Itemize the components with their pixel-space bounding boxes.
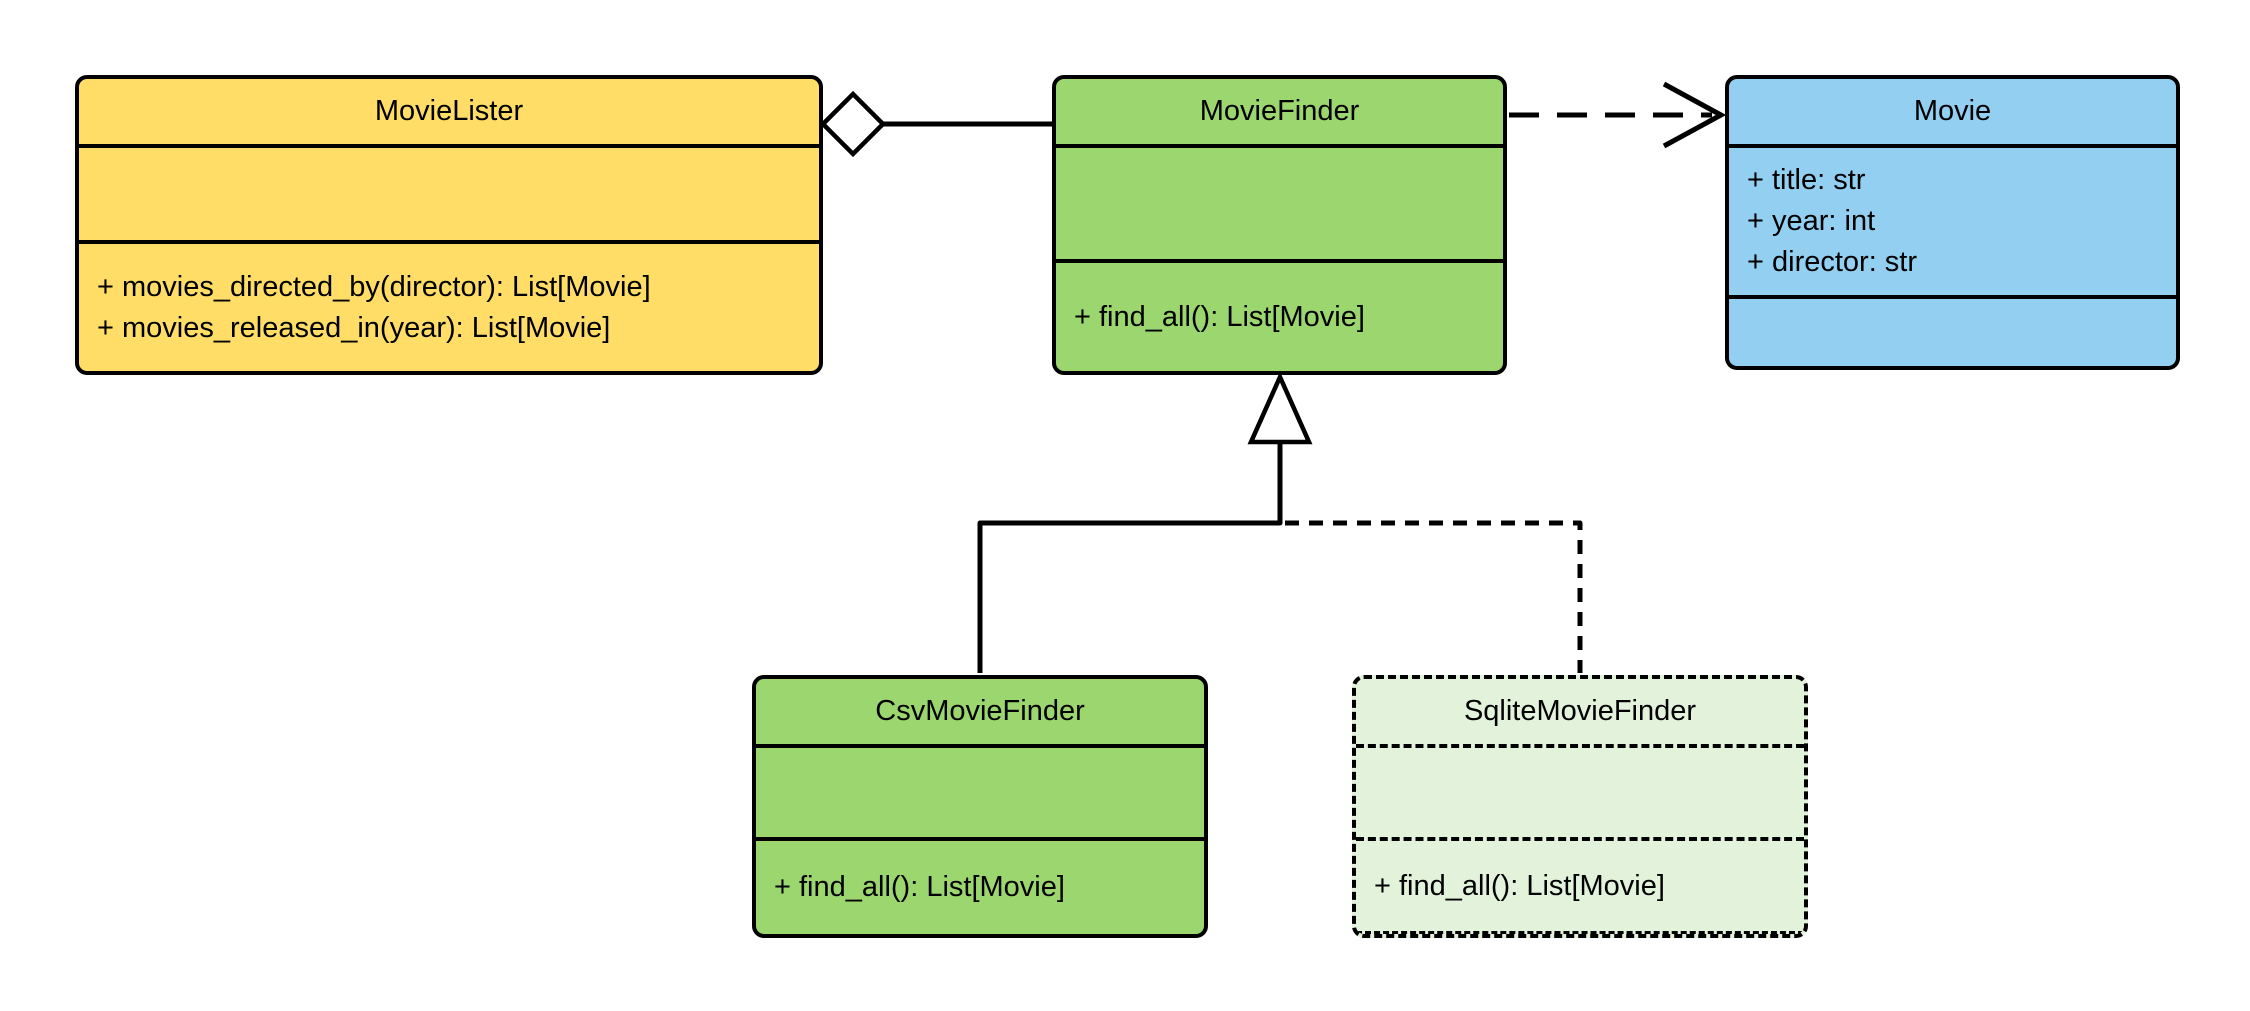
class-moviefinder[interactable]: MovieFinder + find_all(): List[Movie] bbox=[1052, 75, 1507, 375]
attributes-compartment: + title: str + year: int + director: str bbox=[1729, 148, 2176, 299]
method-label: + find_all(): List[Movie] bbox=[774, 871, 1065, 903]
attribute-label: + year: int bbox=[1747, 205, 1876, 237]
methods-compartment: + movies_directed_by(director): List[Mov… bbox=[79, 244, 819, 371]
class-title: Movie bbox=[1729, 79, 2176, 148]
aggregation-movielister-moviefinder[interactable] bbox=[819, 90, 1054, 158]
attributes-compartment bbox=[79, 148, 819, 244]
method-label: + movies_released_in(year): List[Movie] bbox=[97, 311, 611, 344]
attributes-compartment bbox=[1056, 148, 1503, 263]
methods-compartment: + find_all(): List[Movie] bbox=[1356, 841, 1804, 934]
class-title: MovieLister bbox=[79, 79, 819, 148]
method-label: + find_all(): List[Movie] bbox=[1374, 869, 1665, 902]
class-movielister[interactable]: MovieLister + movies_directed_by(directo… bbox=[75, 75, 823, 375]
class-csvmoviefinder[interactable]: CsvMovieFinder + find_all(): List[Movie] bbox=[752, 675, 1208, 938]
aggregation-diamond-marker bbox=[819, 90, 887, 158]
generalization-csvmoviefinder-moviefinder[interactable] bbox=[977, 371, 1313, 673]
dependency-moviefinder-movie[interactable] bbox=[1509, 81, 1727, 149]
method-label: + movies_directed_by(director): List[Mov… bbox=[97, 270, 651, 303]
class-title: MovieFinder bbox=[1056, 79, 1503, 148]
class-sqlitemoviefinder[interactable]: SqliteMovieFinder + find_all(): List[Mov… bbox=[1352, 675, 1808, 938]
dependency-arrowhead bbox=[1662, 81, 1727, 149]
class-title: SqliteMovieFinder bbox=[1356, 679, 1804, 748]
attribute-label: + director: str bbox=[1747, 246, 1918, 278]
attributes-compartment bbox=[756, 748, 1204, 841]
attribute-label: + title: str bbox=[1747, 164, 1866, 196]
methods-compartment: + find_all(): List[Movie] bbox=[1056, 263, 1503, 371]
generalization-line-solid bbox=[977, 442, 1283, 673]
class-movie[interactable]: Movie + title: str + year: int + directo… bbox=[1725, 75, 2180, 370]
class-title: CsvMovieFinder bbox=[756, 679, 1204, 748]
method-label: + find_all(): List[Movie] bbox=[1074, 300, 1365, 333]
generalization-line-dashed bbox=[1285, 520, 1583, 673]
generalization-sqlitemoviefinder-moviefinder[interactable] bbox=[1285, 520, 1583, 673]
methods-compartment: + find_all(): List[Movie] bbox=[756, 841, 1204, 934]
inheritance-triangle-marker bbox=[1247, 371, 1313, 445]
attributes-compartment bbox=[1356, 748, 1804, 841]
